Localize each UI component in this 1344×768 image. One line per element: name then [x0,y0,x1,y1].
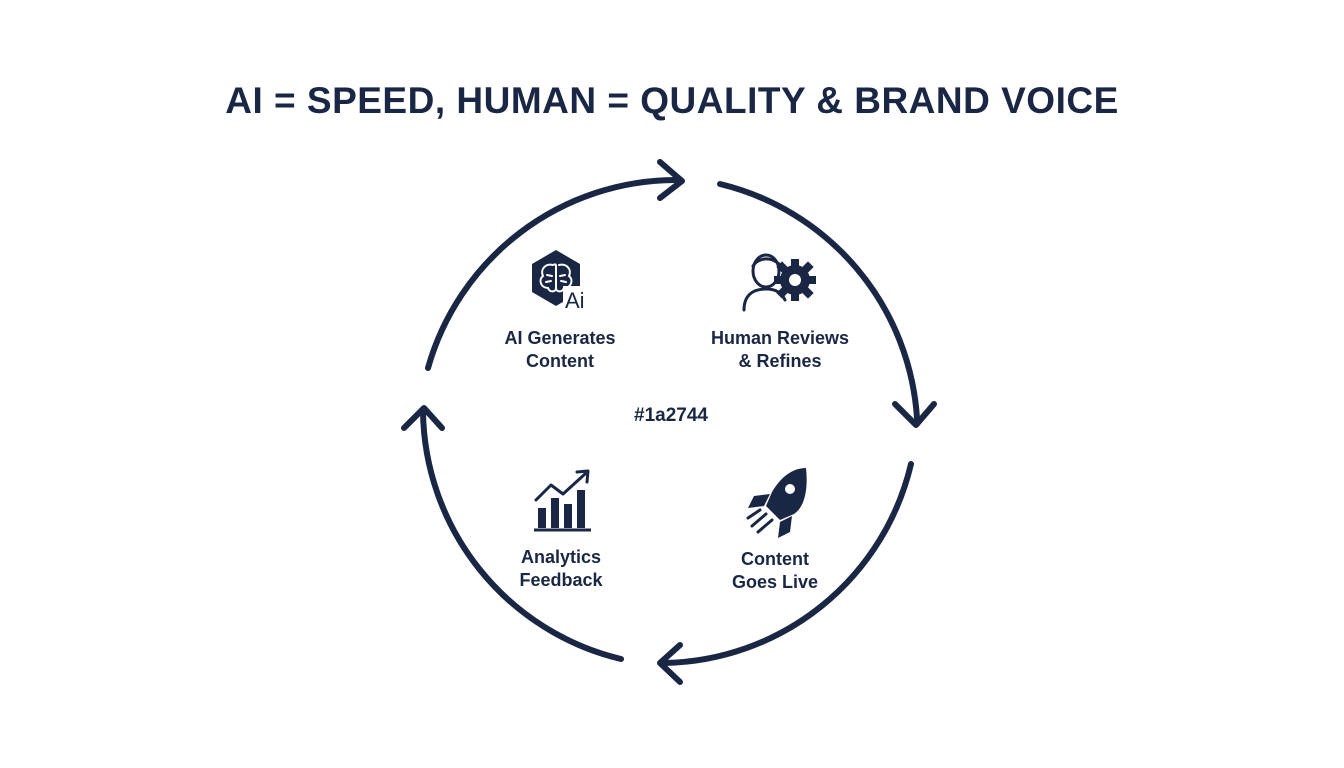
svg-text:Ai: Ai [565,288,585,313]
cycle-arrow-left [420,409,624,662]
person-gear-icon [742,253,816,312]
cycle-arrowhead-right [892,401,937,428]
bar-chart-growth-icon [534,469,591,532]
cycle-arrowhead-top [657,159,685,201]
step-label-line: Content [526,351,594,371]
diagram-title: AI = SPEED, HUMAN = QUALITY & BRAND VOIC… [225,80,1119,121]
step-label-line: Analytics [520,547,602,567]
cycle-arrow-right [717,181,920,421]
step-label-analytics: Analytics Feedback [451,546,671,592]
step-label-ai-generates: AI Generates Content [450,327,670,373]
step-label-line: Content [741,549,809,569]
step-label-content-live: Content Goes Live [665,548,885,594]
cycle-arrowhead-bottom [657,642,683,685]
step-label-line: AI Generates [504,328,616,348]
step-label-line: Goes Live [731,572,819,592]
step-label-line: & Refines [738,351,822,371]
step-label-line: Human Reviews [710,328,850,348]
center-label: #1a2744 [634,405,708,426]
rocket-icon [746,468,807,538]
ai-brain-icon: Ai [532,250,593,313]
step-label-line: Feedback [519,570,603,590]
cycle-arrow-bottom [662,461,914,666]
cycle-arrowhead-left [401,405,445,431]
cycle-arrow-top [425,177,678,371]
step-label-human-reviews: Human Reviews & Refines [670,327,890,373]
